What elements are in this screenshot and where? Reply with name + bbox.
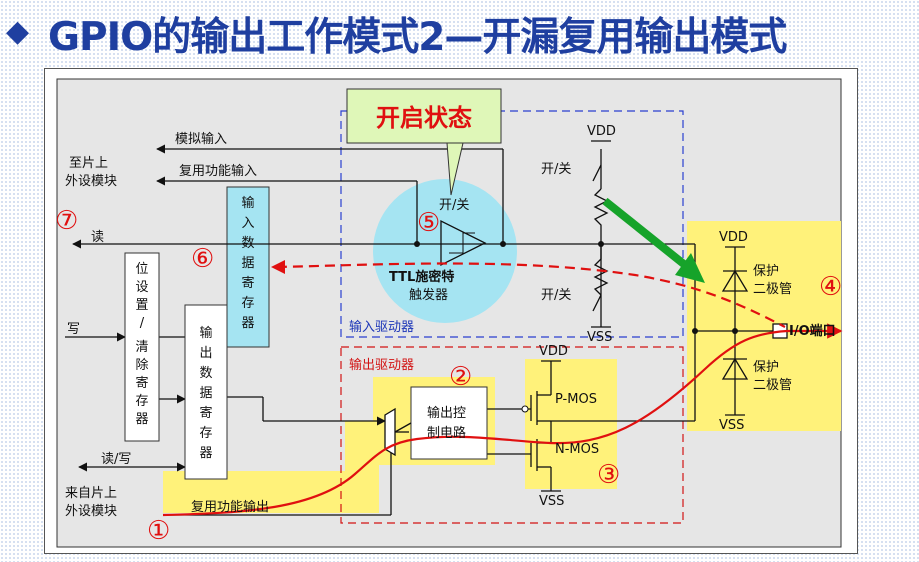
label-protect-upper-2: 二极管 — [753, 282, 792, 297]
upper-diode — [721, 269, 749, 292]
label-protect-upper-1: 保护 — [753, 264, 779, 279]
output-control-box — [410, 386, 488, 460]
pull-down-switch — [592, 294, 602, 312]
schmitt-symbol — [449, 232, 475, 254]
label-pull-down-switch: 开/关 — [541, 288, 571, 303]
output-data-register-char: 据 — [199, 386, 212, 401]
marker-3: ③ — [597, 460, 620, 490]
input-data-register-char: 数 — [241, 236, 254, 251]
signal-path-curve — [162, 323, 843, 517]
input-data-register-char: 入 — [241, 216, 254, 231]
label-read-write: 读/写 — [101, 452, 131, 467]
input-data-register-char: 据 — [241, 256, 254, 271]
marker-7: ⑦ — [55, 206, 78, 236]
bsr-char: 位 — [135, 262, 148, 277]
bsr-char: 器 — [135, 412, 148, 427]
label-vss-nmos: VSS — [539, 494, 564, 509]
label-nmos: N-MOS — [555, 442, 599, 457]
marker-1: ① — [147, 516, 170, 546]
label-output-driver: 输出驱动器 — [349, 357, 414, 373]
output-data-register-char: 寄 — [199, 405, 212, 421]
output-data-register-char: 输 — [199, 325, 212, 341]
input-data-register-char: 寄 — [241, 275, 254, 291]
pull-up-resistor — [593, 188, 609, 244]
marker-2: ② — [449, 362, 472, 392]
marker-5: ⑤ — [417, 208, 440, 238]
schmitt-highlight — [373, 179, 517, 323]
output-data-register-char: 出 — [199, 346, 212, 361]
label-schmitt-2: 触发器 — [409, 287, 448, 303]
label-vdd-pmos: VDD — [539, 344, 568, 359]
label-vss-diode: VSS — [719, 418, 744, 433]
label-read: 读 — [91, 230, 104, 245]
input-data-register-char: 存 — [241, 296, 254, 311]
label-from-peripheral-2: 外设模块 — [65, 504, 117, 519]
label-alt-func-input: 复用功能输入 — [179, 163, 257, 179]
pmos-gate-bubble — [521, 405, 529, 413]
input-data-register-label: 输 入 数 据 寄 存 器 — [241, 195, 254, 331]
bsr-char: 除 — [135, 358, 148, 373]
marker-6: ⑥ — [191, 244, 214, 274]
callout-box — [346, 88, 502, 144]
marker-4: ④ — [819, 272, 842, 302]
green-arrow-shaft — [602, 197, 688, 269]
label-write: 写 — [67, 322, 80, 337]
bsr-char: 寄 — [135, 375, 148, 391]
label-pmos: P-MOS — [555, 392, 597, 407]
mos-transistors — [530, 383, 552, 473]
input-data-register-char: 输 — [241, 195, 254, 211]
output-data-register-char: 器 — [199, 446, 212, 461]
bsr-char: 设 — [135, 280, 148, 295]
output-data-register-label: 输 出 数 据 寄 存 器 — [199, 325, 212, 461]
protection-highlight — [687, 221, 841, 431]
label-alt-func-output: 复用功能输出 — [191, 499, 269, 515]
label-output-control-1: 输出控 — [427, 405, 466, 421]
output-driver-box — [340, 346, 684, 524]
label-vss-pulldown: VSS — [587, 330, 612, 345]
bit-set-reset-register-box — [124, 252, 160, 442]
label-protect-lower-1: 保护 — [753, 360, 779, 375]
bit-set-reset-register-label: 位 设 置 / 清 除 寄 存 器 — [135, 262, 148, 427]
label-protect-lower-2: 二极管 — [753, 378, 792, 393]
output-data-register-box — [184, 304, 228, 480]
label-schmitt-switch: 开/关 — [439, 198, 469, 213]
label-to-peripheral-1: 至片上 — [69, 156, 108, 171]
green-arrow-head — [675, 253, 705, 283]
callout-text: 开启状态 — [376, 104, 472, 132]
read-back-arrow — [271, 260, 285, 274]
label-vdd-diode: VDD — [719, 230, 748, 245]
label-io-pin: I/O端口 — [789, 323, 836, 339]
page-title: GPIO的输出工作模式2—开漏复用输出模式 — [48, 15, 787, 60]
output-mux — [384, 407, 396, 457]
read-back-path — [276, 262, 786, 328]
output-data-register-char: 数 — [199, 366, 212, 381]
label-input-driver: 输入驱动器 — [349, 319, 414, 335]
gpio-diagram: 开启状态 模拟输入 至片上 外设模块 复用功能输入 读 写 读/写 来自片上 外… — [55, 78, 843, 548]
output-data-register-char: 存 — [199, 426, 212, 441]
input-data-register-box — [226, 186, 270, 348]
label-output-control-2: 制电路 — [427, 425, 466, 441]
pull-down-resistor — [593, 244, 609, 296]
label-from-peripheral-1: 来自片上 — [65, 486, 117, 501]
input-driver-box — [340, 110, 684, 338]
label-schmitt-1: TTL施密特 — [389, 269, 454, 285]
gpio-diagram-frame: 开启状态 模拟输入 至片上 外设模块 复用功能输入 读 写 读/写 来自片上 外… — [44, 68, 858, 554]
title-diamond-icon: ◆ — [6, 14, 30, 49]
input-data-register-char: 器 — [241, 316, 254, 331]
schmitt-trigger — [440, 219, 487, 267]
title-bar: ◆ GPIO的输出工作模式2—开漏复用输出模式 — [0, 0, 919, 62]
lower-diode — [721, 357, 749, 380]
bsr-char: 清 — [135, 340, 148, 355]
label-to-peripheral-2: 外设模块 — [65, 174, 117, 189]
bsr-char: 存 — [135, 394, 148, 409]
junction-dots — [414, 241, 738, 334]
bsr-char: 置 — [135, 298, 148, 313]
label-vdd-pullup: VDD — [587, 124, 616, 139]
pull-up-switch — [592, 164, 602, 182]
label-pull-up-switch: 开/关 — [541, 162, 571, 177]
mux-output-line — [394, 422, 412, 433]
label-analog-input: 模拟输入 — [175, 131, 227, 147]
bsr-char: / — [140, 316, 145, 331]
